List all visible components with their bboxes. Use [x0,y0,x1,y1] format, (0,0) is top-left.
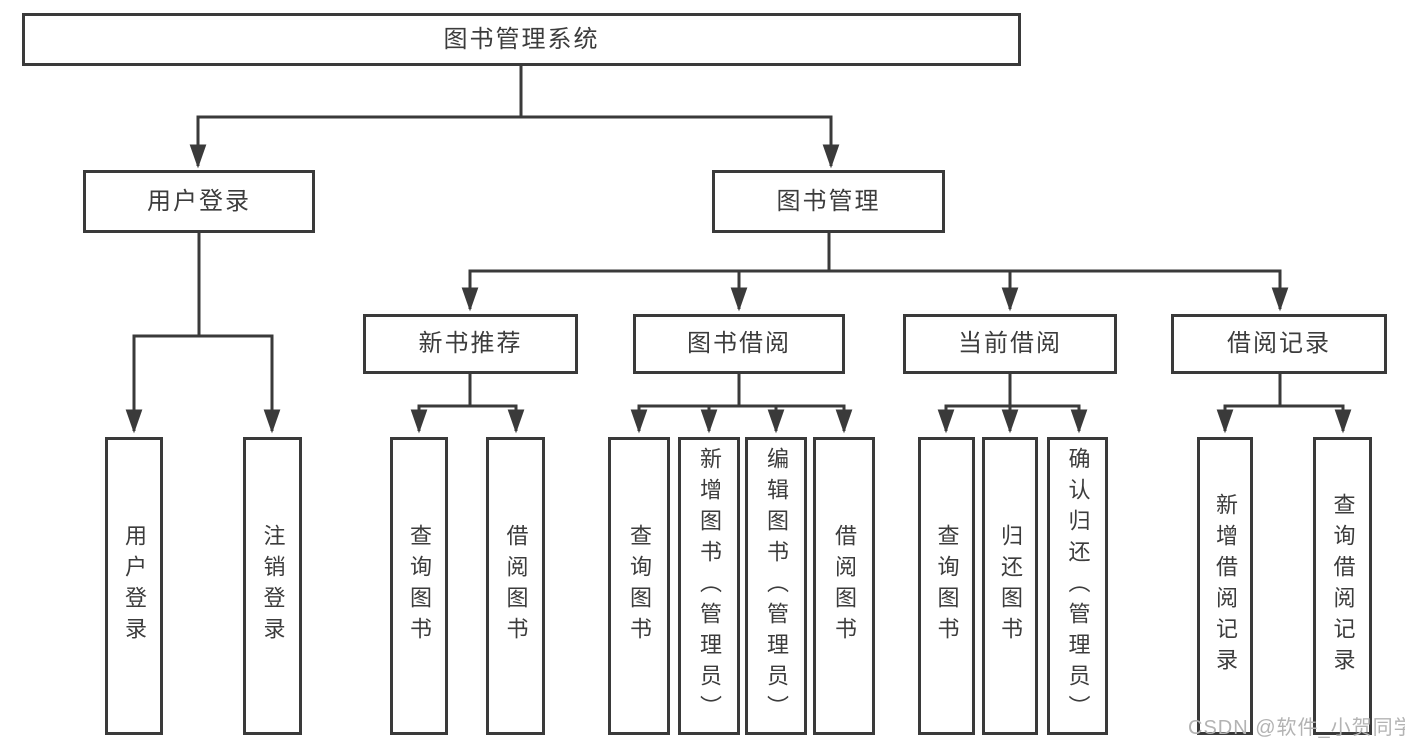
node-label: 新增借阅记录 [1213,493,1238,679]
leaf-add-borrow-record: 新增借阅记录 [1197,437,1253,735]
node-label: 新书推荐 [418,330,523,357]
node-label: 注销登录 [260,524,286,648]
csdn-watermark: CSDN @软件_小贺同学 [1188,717,1405,739]
node-book-management: 图书管理 [712,170,945,233]
node-label: 借阅记录 [1227,330,1331,357]
node-label: 用户登录 [147,187,251,215]
leaf-logout-login: 注销登录 [243,437,302,735]
node-label: 新增图书（管理员） [697,446,722,726]
leaf-add-books-admin: 新增图书（管理员） [678,437,740,735]
node-label: 归还图书 [998,524,1023,648]
leaf-borrow-books-recommend: 借阅图书 [486,437,545,735]
node-label: 查询借阅记录 [1330,493,1356,679]
leaf-user-login: 用户登录 [105,437,163,735]
leaf-confirm-return-admin: 确认归还（管理员） [1047,437,1108,735]
node-label: 借阅图书 [503,524,529,648]
node-book-borrow: 图书借阅 [633,314,845,374]
node-label: 查询图书 [627,524,652,648]
node-label: 编辑图书（管理员） [764,446,789,726]
node-current-borrow: 当前借阅 [903,314,1117,374]
node-label: 图书管理 [776,187,881,215]
node-label: 图书借阅 [687,330,791,357]
leaf-edit-books-admin: 编辑图书（管理员） [745,437,807,735]
node-label: 查询图书 [934,524,960,648]
leaf-borrow-books-borrow: 借阅图书 [813,437,875,735]
leaf-query-borrow-record: 查询借阅记录 [1313,437,1372,735]
node-label: 查询图书 [407,524,432,648]
leaf-query-books-current: 查询图书 [918,437,975,735]
node-label: 图书管理系统 [443,25,600,53]
node-label: 确认归还（管理员） [1065,446,1091,726]
leaf-return-books: 归还图书 [982,437,1038,735]
node-label: 用户登录 [122,524,147,648]
node-new-book-recommend: 新书推荐 [363,314,578,374]
leaf-query-books-borrow: 查询图书 [608,437,670,735]
node-label: 借阅图书 [832,524,857,648]
node-root: 图书管理系统 [22,13,1021,66]
leaf-query-books-recommend: 查询图书 [390,437,448,735]
node-borrow-records: 借阅记录 [1171,314,1387,374]
node-user-login: 用户登录 [83,170,315,233]
node-label: 当前借阅 [958,330,1062,357]
